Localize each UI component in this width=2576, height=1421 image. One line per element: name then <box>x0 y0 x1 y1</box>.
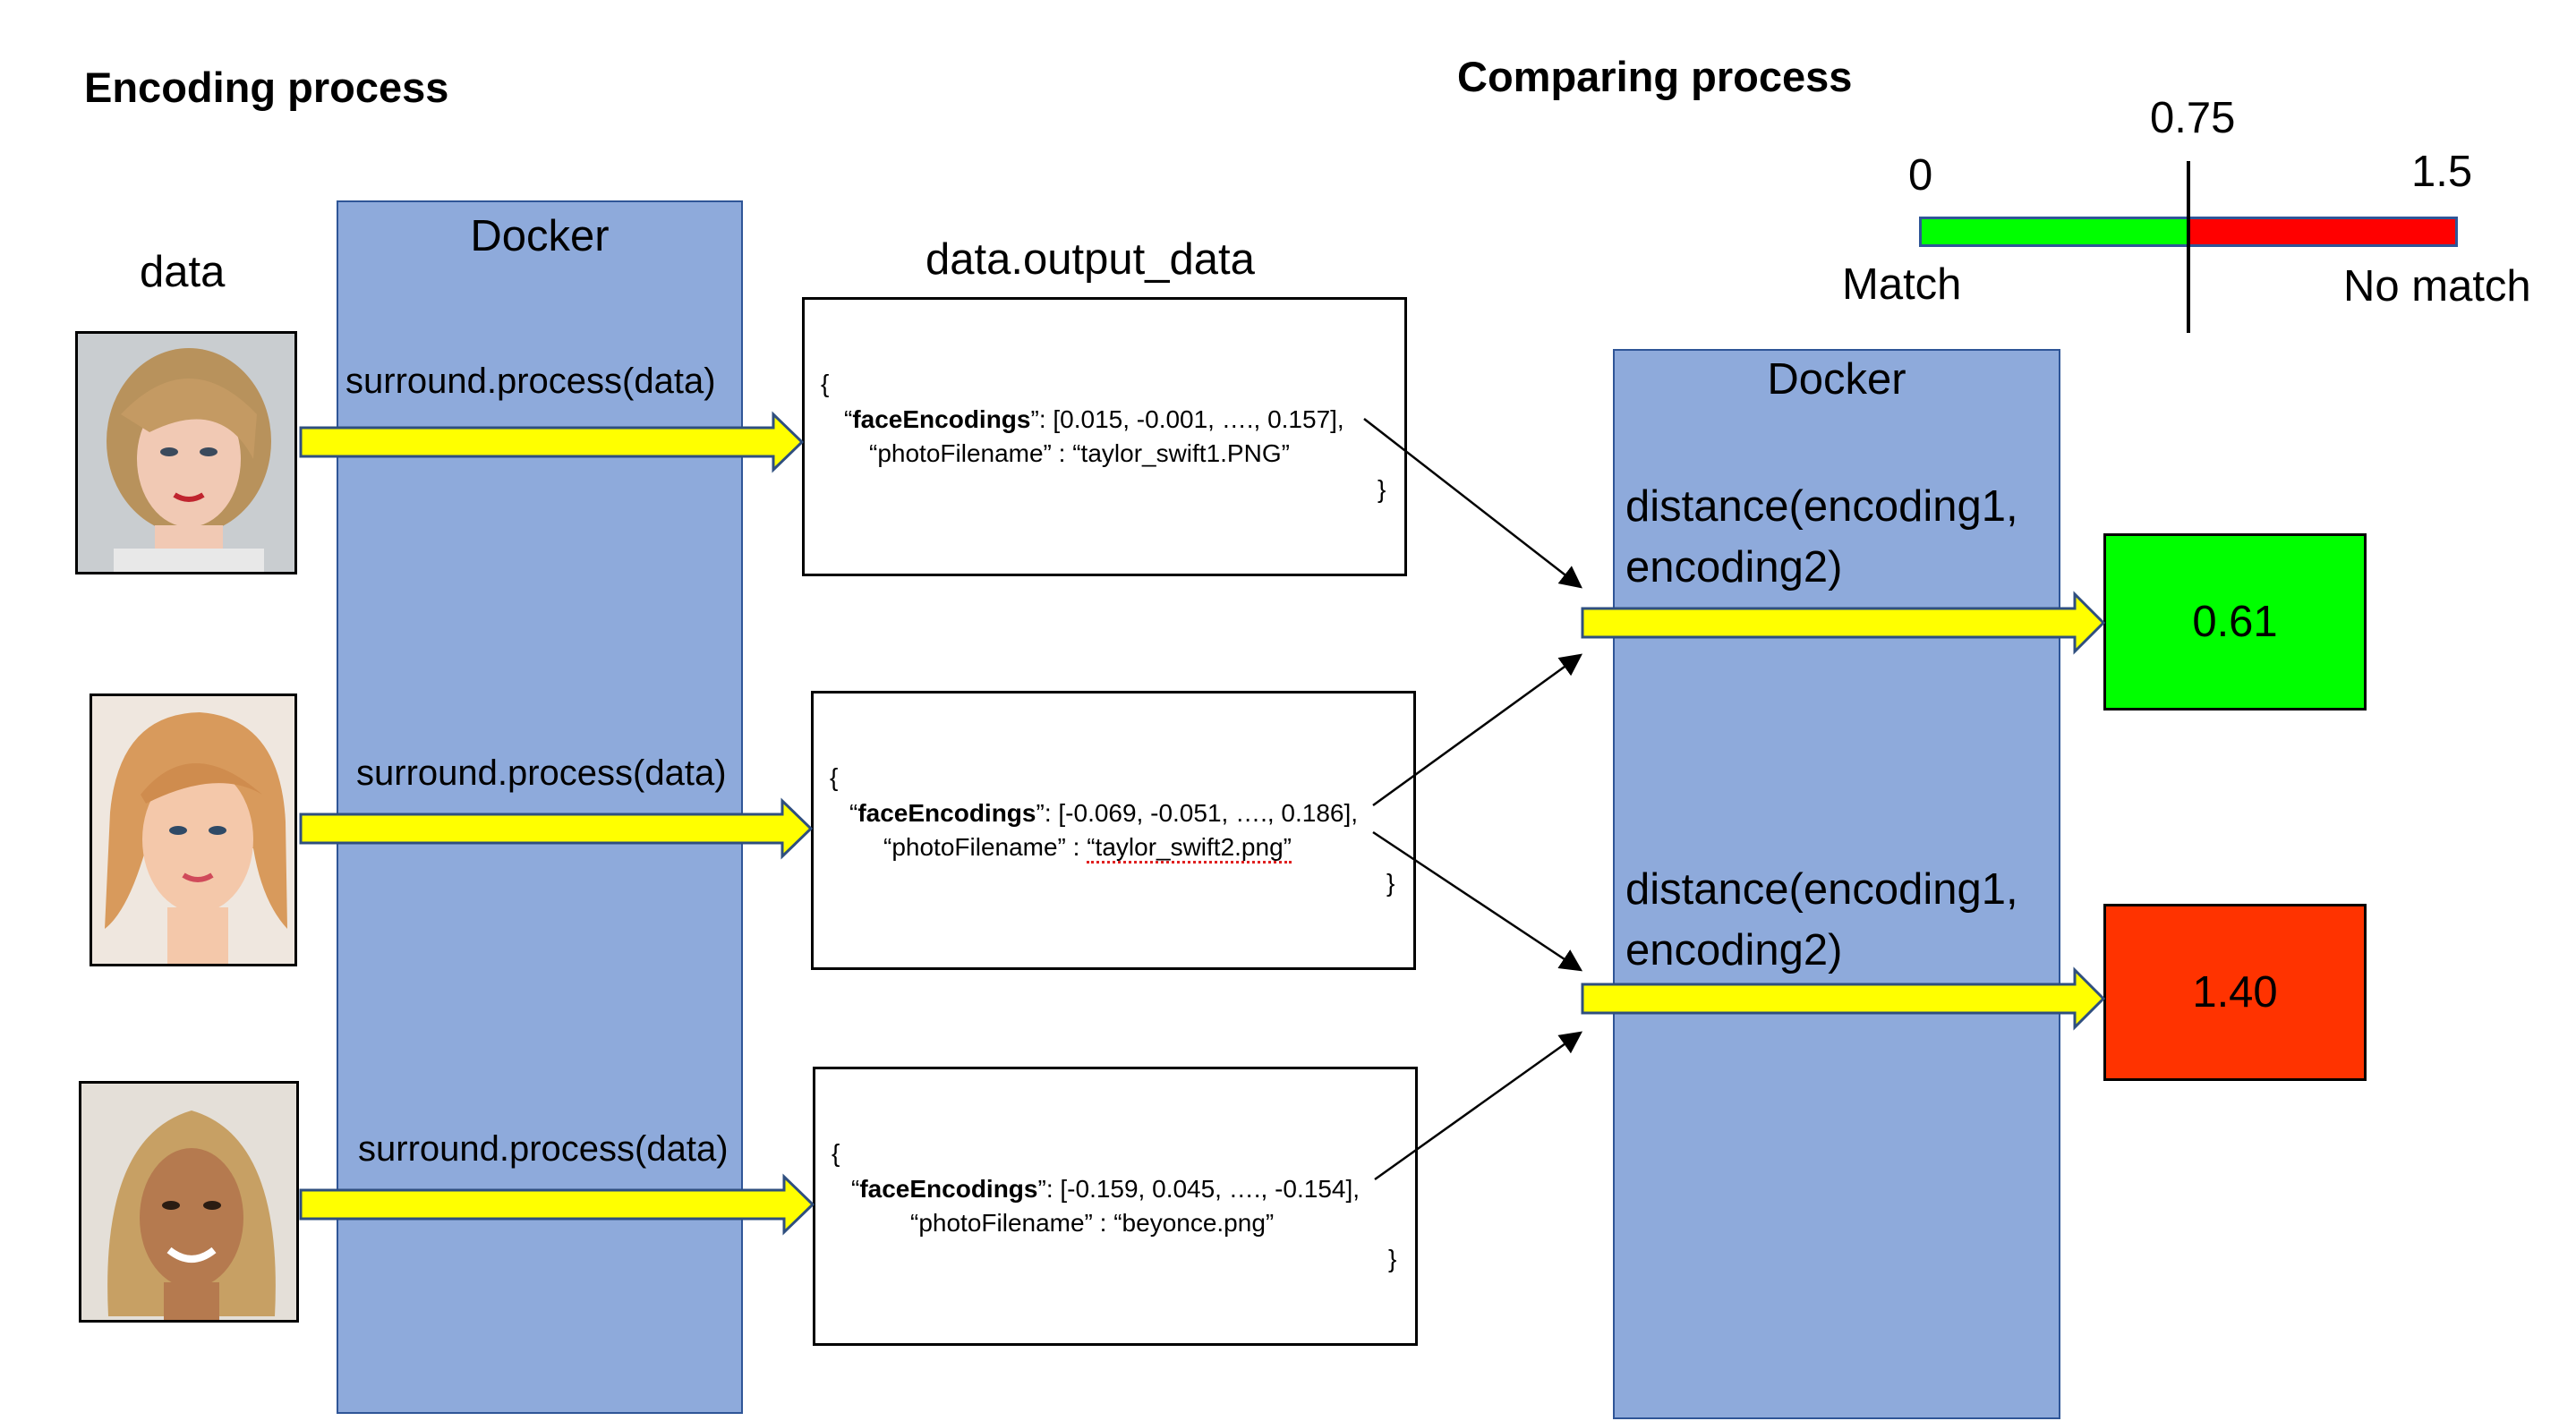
scale-match-label: Match <box>1842 260 1962 309</box>
record-2-filename-value: “taylor_swift2.png” <box>1087 833 1292 864</box>
record-1-filename-line: “photoFilename” : “taylor_swift1.PNG” <box>869 439 1290 468</box>
output-record-3: { “faceEncodings”: [-0.159, 0.045, …., -… <box>813 1067 1418 1346</box>
photo-beyonce <box>79 1081 299 1323</box>
result-value-1: 0.61 <box>2192 598 2278 646</box>
output-record-1: { “faceEncodings”: [0.015, -0.001, …., 0… <box>802 297 1407 576</box>
process-call-label-2: surround.process(data) <box>356 753 727 793</box>
encoding-process-title: Encoding process <box>84 64 449 111</box>
process-call-label-3: surround.process(data) <box>358 1129 729 1169</box>
record-3-encodings-key: faceEncodings <box>859 1175 1038 1203</box>
record-3-filename-line: “photoFilename” : “beyonce.png” <box>910 1209 1274 1238</box>
record-1-encodings-line: “faceEncodings”: [0.015, -0.001, …., 0.1… <box>844 405 1344 433</box>
record-3-encodings-values: : [-0.159, 0.045, …., -0.154], <box>1045 1175 1361 1203</box>
record-2-encodings-line: “faceEncodings”: [-0.069, -0.051, …., 0.… <box>849 799 1359 827</box>
distance-2-line-1: distance(encoding1, <box>1625 865 2018 914</box>
record-2-filename-line: “photoFilename” : “taylor_swift2.png” <box>883 833 1292 864</box>
photo-taylor-swift-2 <box>90 693 297 966</box>
record-2-close-brace: } <box>1386 869 1395 897</box>
record-1-encodings-key: faceEncodings <box>852 405 1031 433</box>
result-value-2: 1.40 <box>2192 968 2278 1017</box>
record-2-open-brace: { <box>830 763 839 791</box>
distance-1-line-1: distance(encoding1, <box>1625 482 2018 531</box>
scale-threshold-marker <box>2187 161 2190 333</box>
scale-no-match-segment <box>2188 219 2455 244</box>
scale-min-label: 0 <box>1908 151 1933 200</box>
result-box-no-match: 1.40 <box>2103 904 2367 1081</box>
record-2-encodings-key: faceEncodings <box>857 799 1036 827</box>
record-2-encodings-values: : [-0.069, -0.051, …., 0.186], <box>1044 799 1359 827</box>
record-1-close-brace: } <box>1378 475 1386 503</box>
record-1-filename-value: “taylor_swift1.PNG” <box>1072 439 1290 467</box>
record-3-encodings-line: “faceEncodings”: [-0.159, 0.045, …., -0.… <box>851 1175 1361 1203</box>
record-3-open-brace: { <box>832 1139 840 1167</box>
scale-match-segment <box>1922 219 2188 244</box>
distance-function-1: distance(encoding1, encoding2) <box>1625 476 2018 598</box>
output-data-label: data.output_data <box>925 235 1255 284</box>
comparing-docker-container: Docker distance(encoding1, encoding2) di… <box>1613 349 2060 1419</box>
record-3-close-brace: } <box>1388 1245 1397 1272</box>
scale-threshold-label: 0.75 <box>2150 94 2236 142</box>
record-3-filename-value: “beyonce.png” <box>1113 1209 1275 1237</box>
scale-max-label: 1.5 <box>2411 148 2473 196</box>
record-2-filename-key: “photoFilename” : <box>883 833 1088 861</box>
distance-function-2: distance(encoding1, encoding2) <box>1625 859 2018 981</box>
record-1-open-brace: { <box>821 370 830 397</box>
comparing-process-title: Comparing process <box>1457 53 1853 100</box>
photo-taylor-swift-1 <box>75 331 297 574</box>
encoding-docker-label: Docker <box>470 212 610 260</box>
comparing-docker-label: Docker <box>1767 355 1906 404</box>
record-1-filename-key: “photoFilename” : <box>869 439 1073 467</box>
output-record-2: { “faceEncodings”: [-0.069, -0.051, …., … <box>811 691 1416 970</box>
record-3-filename-key: “photoFilename” : <box>910 1209 1114 1237</box>
data-label: data <box>140 248 226 296</box>
result-box-match: 0.61 <box>2103 533 2367 710</box>
scale-no-match-label: No match <box>2343 262 2531 311</box>
distance-2-line-2: encoding2) <box>1625 926 1843 974</box>
process-call-label-1: surround.process(data) <box>345 362 716 401</box>
distance-1-line-2: encoding2) <box>1625 543 1843 591</box>
record-1-encodings-values: : [0.015, -0.001, …., 0.157], <box>1038 405 1344 433</box>
